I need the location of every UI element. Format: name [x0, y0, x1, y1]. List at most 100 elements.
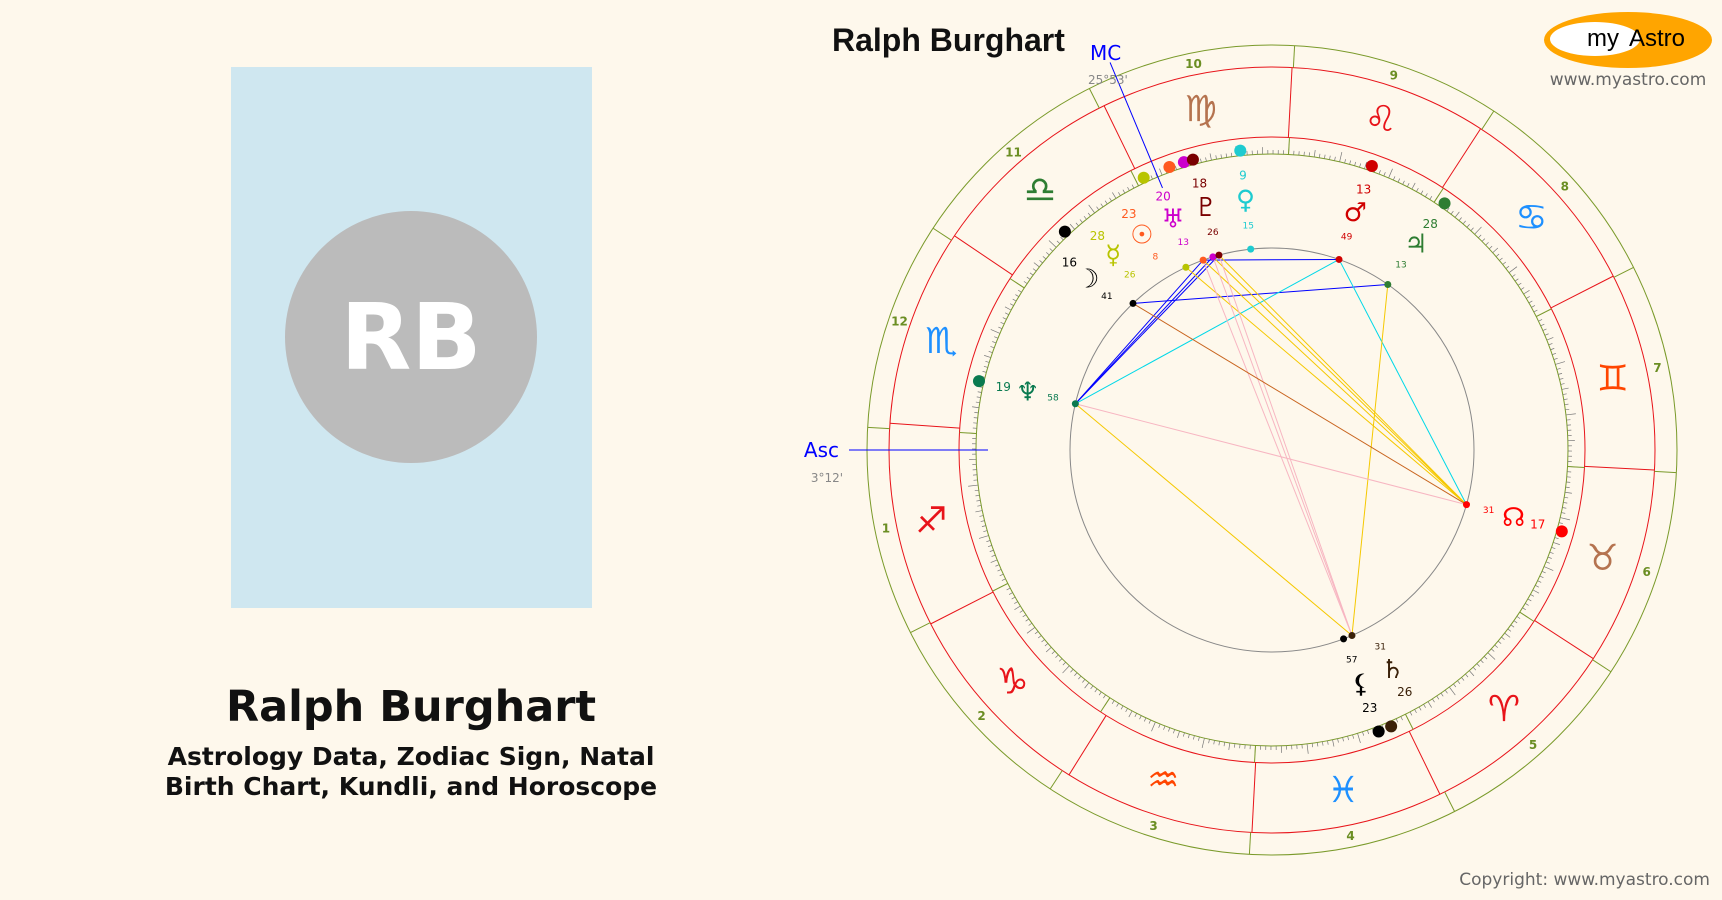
degree-tick	[1556, 367, 1561, 370]
degree-tick	[1414, 709, 1417, 714]
degree-tick	[1198, 736, 1200, 741]
degree-tick	[1044, 643, 1049, 647]
degree-tick	[1491, 648, 1495, 652]
degree-tick	[1048, 240, 1057, 248]
sign-boundary	[1009, 278, 1025, 289]
degree-tick	[1513, 620, 1518, 624]
degree-tick	[1461, 677, 1465, 681]
house-number-1: 1	[882, 522, 890, 536]
aspect-line-trine	[1351, 284, 1389, 636]
house-cusp	[930, 591, 994, 625]
planet-lilith-marker	[1372, 725, 1385, 738]
planet-mars-minutes: 49	[1341, 233, 1353, 243]
planet-jupiter-minutes: 13	[1395, 261, 1406, 271]
aspect-line-trine	[1212, 256, 1467, 505]
degree-tick	[1558, 373, 1563, 375]
degree-tick	[985, 360, 990, 363]
degree-tick	[1004, 306, 1012, 311]
planet-uranus-marker	[1177, 156, 1190, 169]
house-cusp	[1442, 128, 1482, 188]
degree-tick	[1543, 566, 1554, 571]
myastro-logo[interactable]: my Astro	[1543, 10, 1713, 70]
degree-tick	[1208, 739, 1210, 744]
sign-libra-icon: ♎	[1024, 170, 1056, 211]
planet-venus-marker	[1234, 144, 1247, 157]
degree-tick	[1562, 393, 1567, 395]
planet-pluto-marker	[1186, 153, 1199, 166]
degree-tick	[977, 391, 982, 393]
degree-tick	[1388, 168, 1393, 179]
degree-tick	[1549, 551, 1554, 554]
degree-tick	[1416, 187, 1419, 192]
sign-capricorn-icon: ♑	[996, 661, 1028, 702]
degree-tick	[1205, 157, 1207, 162]
degree-tick	[1465, 673, 1469, 678]
degree-tick	[1487, 652, 1496, 660]
degree-tick	[1565, 486, 1570, 488]
degree-tick	[1128, 710, 1133, 718]
degree-tick	[1552, 352, 1557, 355]
degree-tick	[1139, 715, 1142, 720]
sign-virgo-icon: ♍	[1185, 89, 1217, 130]
degree-tick	[1125, 708, 1128, 713]
degree-tick	[1527, 598, 1532, 602]
degree-tick	[1545, 561, 1550, 564]
degree-tick	[1495, 253, 1500, 257]
sign-boundary	[932, 227, 952, 241]
aspect-circle	[1069, 247, 1475, 653]
degree-tick	[1550, 348, 1555, 351]
degree-tick	[976, 500, 981, 502]
degree-tick	[1560, 517, 1570, 521]
degree-tick	[1466, 224, 1470, 228]
degree-tick	[1537, 580, 1542, 583]
planet-venus-icon: ♀	[1236, 185, 1255, 215]
degree-tick	[1450, 210, 1454, 215]
degree-tick	[1155, 173, 1158, 178]
planet-node-marker	[1555, 525, 1568, 538]
degree-tick	[1548, 343, 1553, 346]
degree-tick	[1425, 193, 1428, 197]
sign-boundary	[1292, 45, 1296, 68]
degree-tick	[1058, 658, 1063, 662]
degree-tick	[1563, 398, 1568, 400]
degree-tick	[1458, 217, 1462, 221]
degree-tick	[984, 355, 991, 358]
degree-tick	[1002, 317, 1007, 320]
degree-tick	[1045, 647, 1052, 653]
sign-leo-icon: ♌	[1365, 99, 1397, 140]
degree-tick	[1432, 698, 1435, 703]
planet-pluto-icon: ♇	[1194, 193, 1217, 223]
degree-tick	[1042, 256, 1047, 260]
degree-tick	[1116, 703, 1119, 707]
degree-tick	[1131, 184, 1135, 189]
degree-tick	[1499, 257, 1503, 261]
degree-tick	[1120, 705, 1124, 710]
degree-tick	[1522, 607, 1527, 611]
degree-tick	[981, 525, 986, 527]
degree-tick	[974, 489, 979, 492]
planet-mars-aspect-point	[1335, 255, 1343, 263]
planet-mars-marker	[1365, 160, 1378, 173]
planet-saturn-icon: ♄	[1381, 655, 1404, 685]
aspect-line-sextile	[1075, 254, 1220, 405]
degree-tick	[1538, 319, 1543, 322]
sign-boundary	[1049, 770, 1063, 790]
planet-moon-minutes: 41	[1101, 292, 1112, 302]
planet-neptune-icon: ♆	[1016, 378, 1039, 408]
sign-boundary	[1592, 659, 1612, 673]
degree-tick	[1311, 743, 1314, 748]
degree-tick	[1478, 234, 1482, 239]
degree-tick	[1306, 743, 1309, 754]
degree-tick	[992, 341, 997, 344]
degree-tick	[1364, 162, 1367, 169]
degree-tick	[1327, 740, 1329, 745]
sign-boundary	[910, 622, 931, 634]
logo-url[interactable]: www.myastro.com	[1549, 70, 1707, 90]
degree-tick	[1362, 731, 1365, 736]
copyright: Copyright: www.myastro.com	[1459, 870, 1710, 890]
degree-tick	[1158, 723, 1161, 728]
planet-saturn-aspect-point	[1348, 631, 1356, 639]
degree-tick	[1344, 159, 1346, 164]
degree-tick	[1329, 155, 1331, 160]
